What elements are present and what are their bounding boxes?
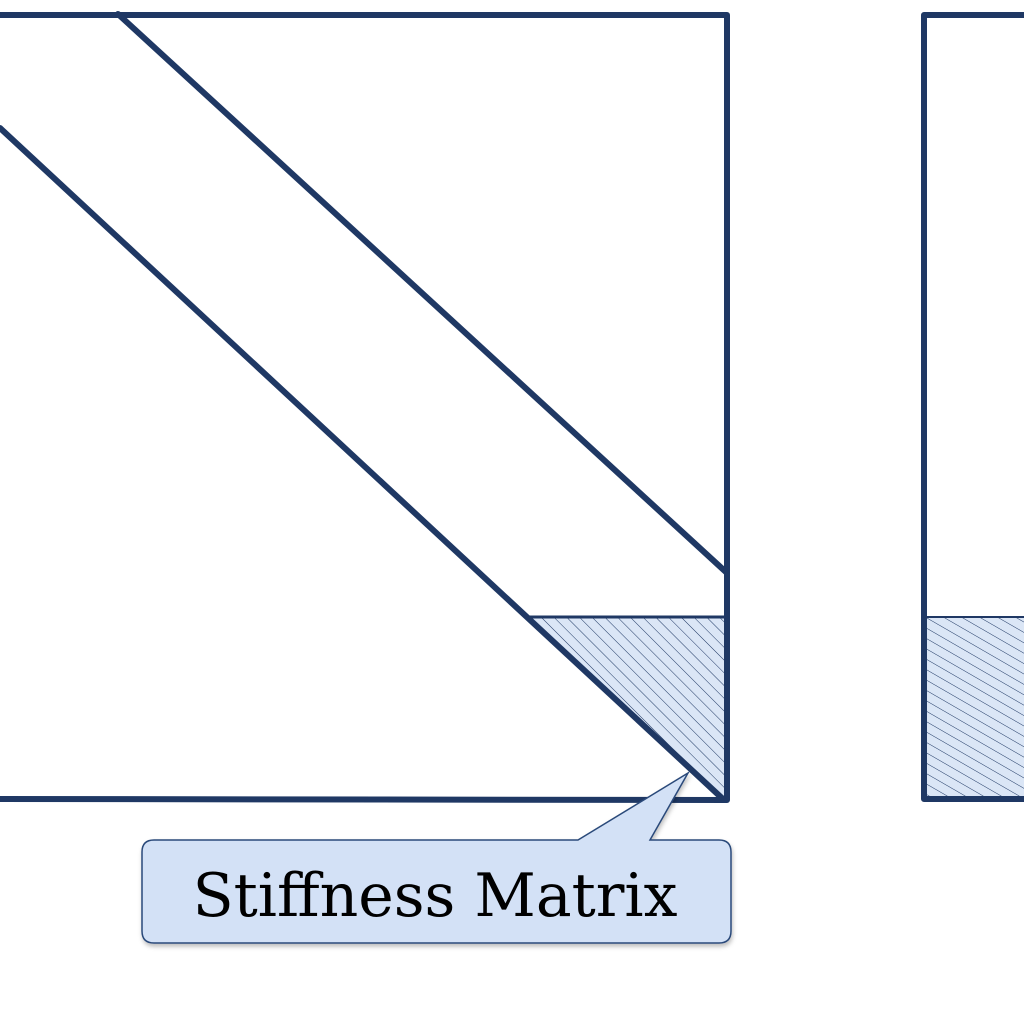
callout-bubble [141,770,732,944]
lower-band-line [0,125,727,803]
left-matrix [0,11,730,803]
hatched-region [924,617,1024,799]
matrix-border [921,12,1024,802]
upper-band-line [115,11,730,576]
matrix-border [0,12,730,803]
callout-label: Stiffness Matrix [193,861,678,931]
callout [141,770,732,944]
right-matrix [921,12,1024,802]
